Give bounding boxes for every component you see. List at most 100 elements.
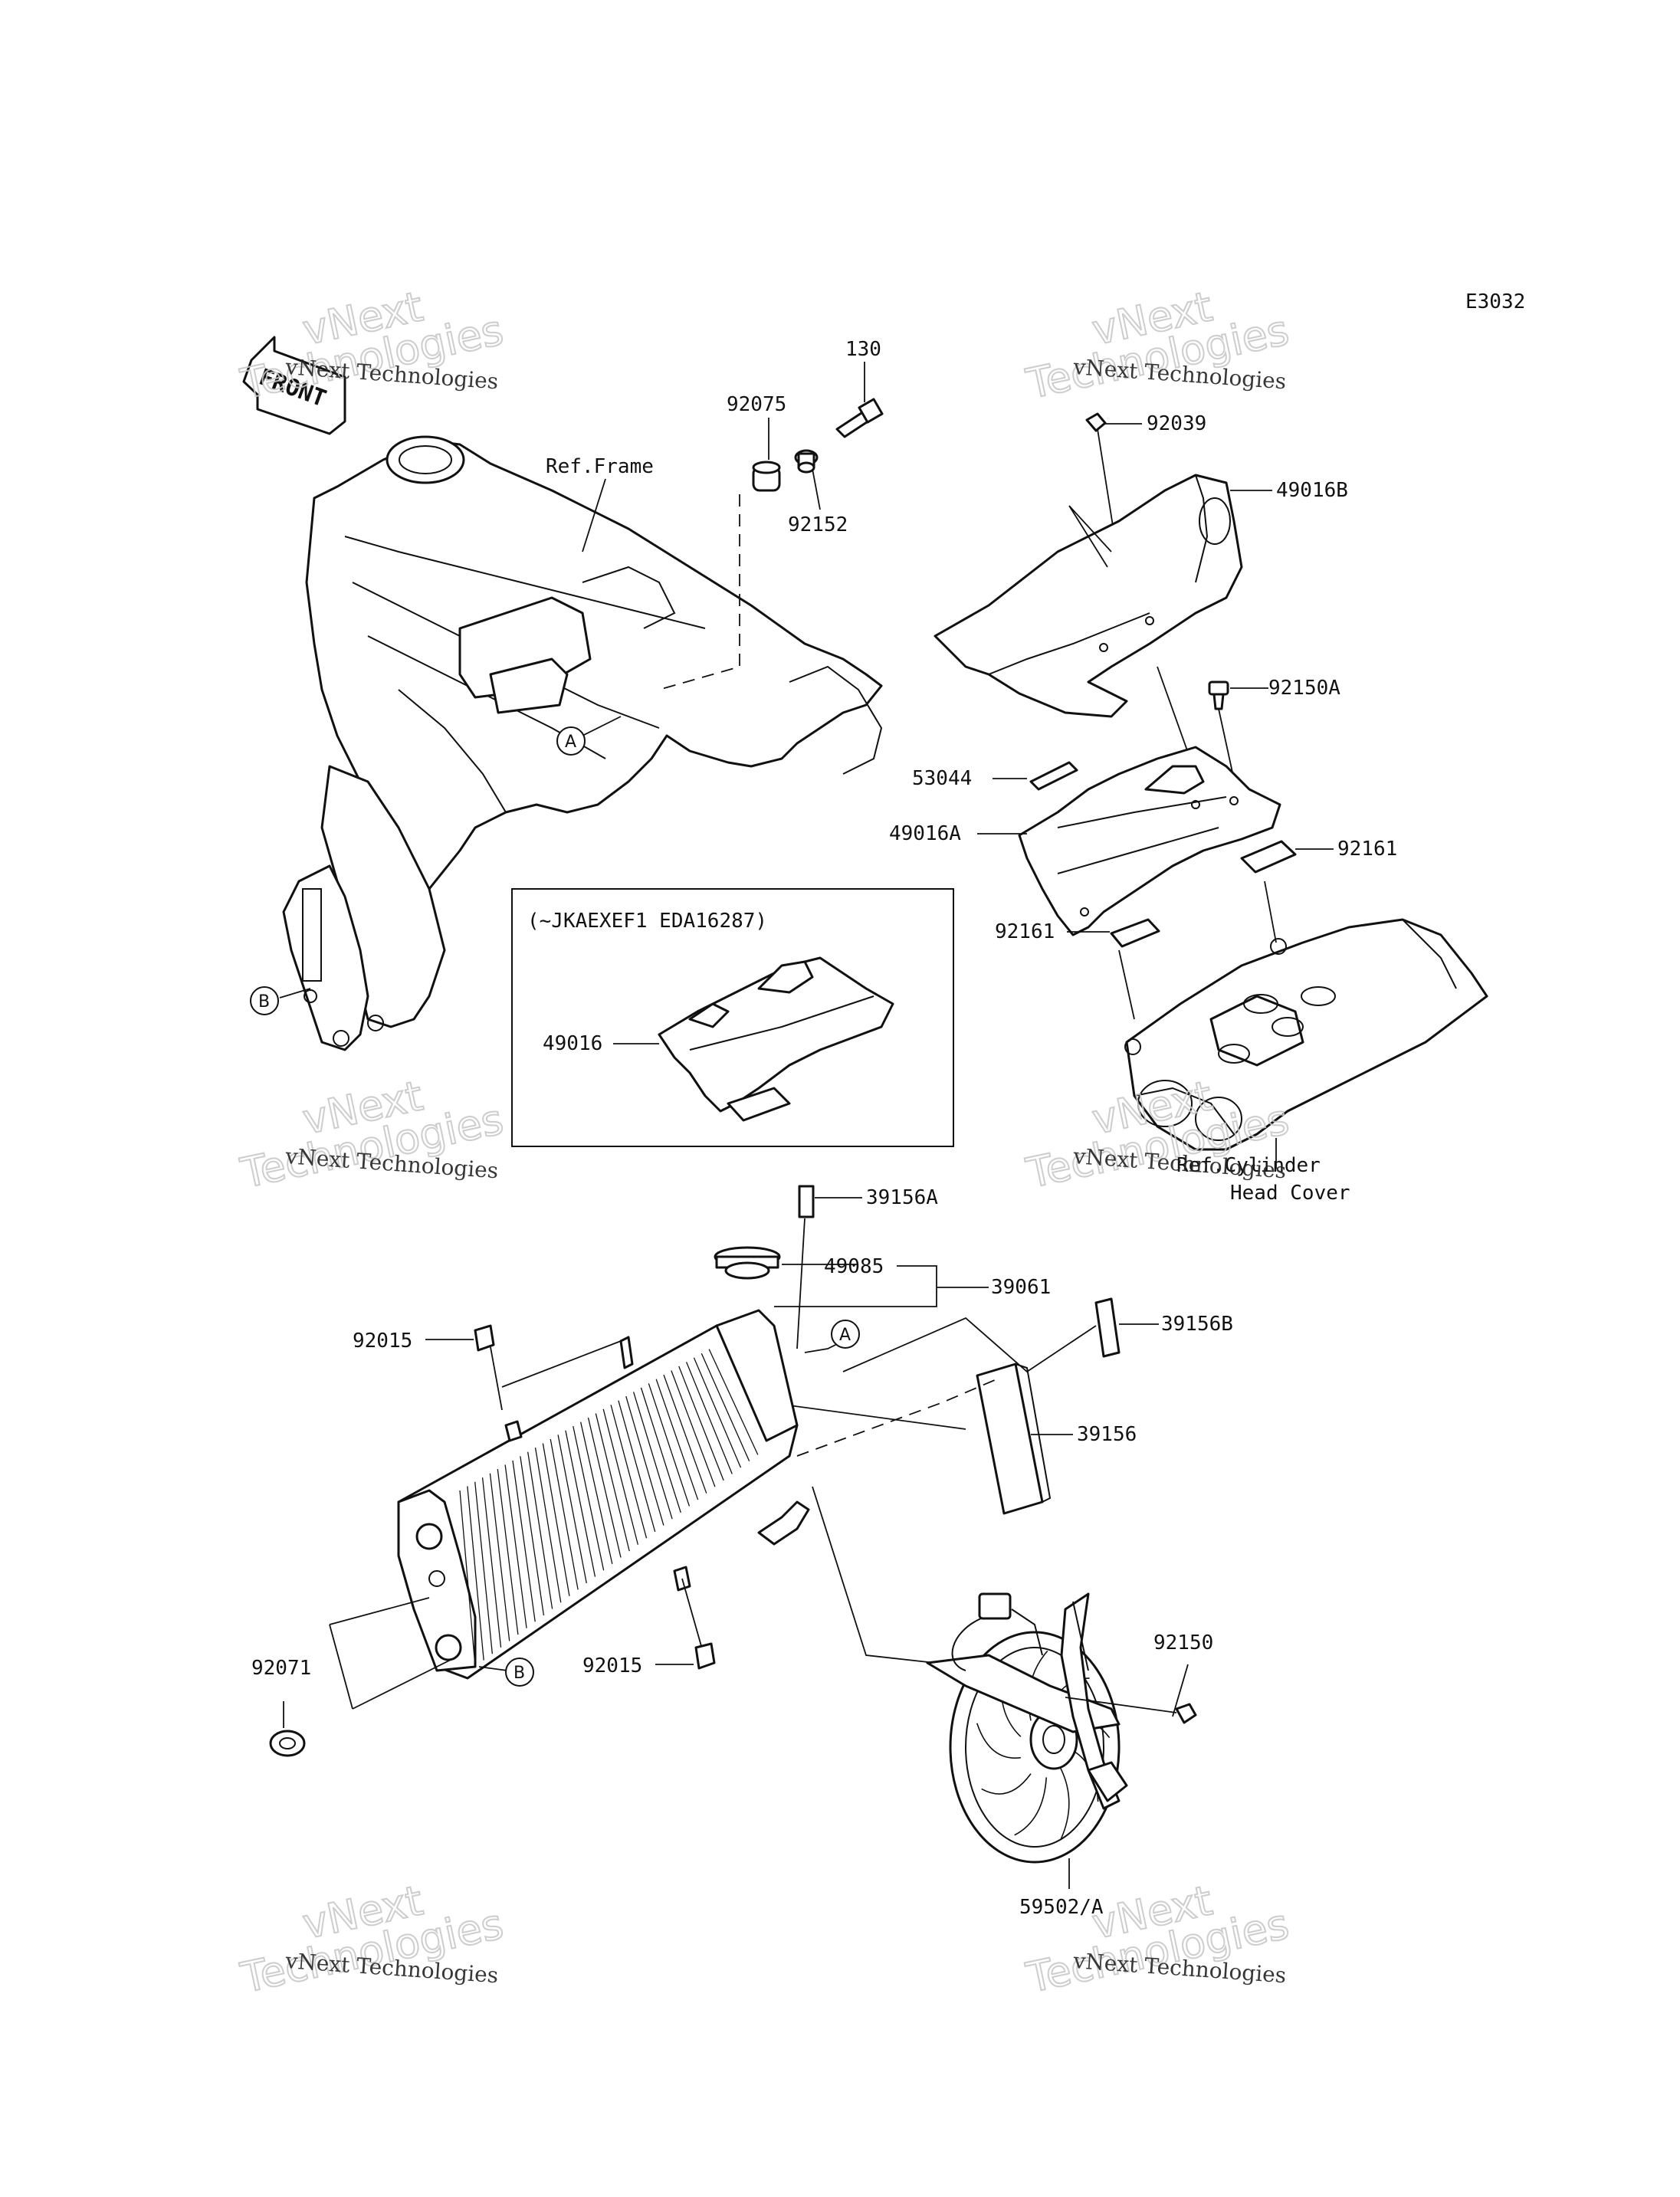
radiator-fin <box>557 1435 587 1584</box>
heat-shield-49016b <box>934 474 1243 718</box>
radiator-fin <box>534 1448 562 1603</box>
radiator-fin <box>573 1426 605 1571</box>
part-39156a-label: 39156A <box>866 1186 938 1209</box>
callout-a-frame: A <box>556 726 586 756</box>
part-92150-label: 92150 <box>1153 1631 1213 1654</box>
part-92161-left-label: 92161 <box>995 920 1055 943</box>
radiator-cap-49085-icon <box>714 1246 781 1280</box>
radiator-fin <box>655 1379 699 1500</box>
cylinder-head-label-1: Ref.Cylinder <box>1176 1154 1321 1177</box>
collar-92152-icon <box>794 449 819 474</box>
clip-92015-top-icon <box>474 1324 495 1352</box>
radiator-fin <box>708 1349 759 1455</box>
frame-drawing <box>282 435 883 1051</box>
radiator-fin <box>587 1417 622 1558</box>
bolt-92150a-icon <box>1208 680 1229 710</box>
clip-92015-top-line <box>490 1340 622 1411</box>
ref-frame-leader <box>582 478 606 553</box>
sponge-39156b-line <box>842 1317 1097 1373</box>
callout-b-leader-rad <box>478 1666 508 1671</box>
part-92071-bracket <box>329 1597 453 1710</box>
clip-92039-icon <box>1085 412 1107 432</box>
fan-blade <box>1059 1766 1070 1841</box>
watermark-top-right: vNext Technologies vNext Technologies <box>1022 281 1294 409</box>
svg-text:B: B <box>514 1664 525 1683</box>
part-49016-label: 49016 <box>543 1032 602 1055</box>
callout-b-leader-frame <box>279 988 311 998</box>
watermark-bottom-left: vNext Technologies vNext Technologies <box>236 1875 508 2003</box>
radiator-fin <box>625 1395 664 1526</box>
radiator-fin <box>504 1464 527 1628</box>
fan-blade <box>976 1723 1021 1759</box>
sponge-39156-icon <box>976 1362 1052 1515</box>
part-59502a-label: 59502/A <box>1019 1896 1104 1919</box>
radiator-fin <box>618 1400 656 1533</box>
radiator-fin <box>497 1468 519 1635</box>
radiator-fin <box>595 1413 630 1552</box>
part-92071-label: 92071 <box>251 1657 311 1680</box>
pad-92161-right-icon <box>1240 840 1297 874</box>
bolt-92150-icon <box>1175 1703 1197 1724</box>
clip-92015-bottom-line <box>681 1578 702 1647</box>
radiator-fin <box>671 1370 716 1487</box>
radiator-fin <box>640 1387 681 1513</box>
radiator-fin <box>701 1353 750 1462</box>
radiator-fin <box>565 1430 596 1577</box>
part-49085-label: 49085 <box>824 1255 884 1278</box>
part-39061-bracket <box>774 1265 937 1307</box>
part-53044-label: 53044 <box>912 767 972 790</box>
radiator-fin <box>527 1451 553 1609</box>
radiator-fin <box>602 1408 638 1545</box>
head-cover-line-right <box>1264 880 1277 943</box>
fan-link-line <box>812 1486 936 1664</box>
part-39156-label: 39156 <box>1077 1423 1137 1446</box>
radiator-fin <box>648 1383 691 1507</box>
heat-shield-49016a <box>1018 746 1281 936</box>
svg-text:A: A <box>839 1326 851 1345</box>
head-cover-line-left <box>1118 949 1135 1020</box>
rubber-grommet-92075-icon <box>752 461 781 492</box>
part-49016a-label: 49016A <box>889 822 961 845</box>
inset-box <box>511 888 954 1147</box>
part-92152-label: 92152 <box>788 513 848 536</box>
bolt-92150-line <box>1065 1697 1177 1713</box>
watermark-bottom-right: vNext Technologies vNext Technologies <box>1022 1875 1294 2003</box>
part-92039-label: 92039 <box>1147 412 1206 435</box>
radiator-fin <box>663 1374 707 1494</box>
radiator-fin <box>459 1490 476 1667</box>
cylinder-head-label-2: Head Cover <box>1230 1182 1350 1205</box>
part-92152-leader <box>812 468 821 510</box>
frame-dash-line <box>658 494 740 690</box>
callout-a-leader-frame <box>582 716 622 736</box>
watermark-top-left: vNext Technologies vNext Technologies <box>236 281 508 409</box>
svg-text:A: A <box>565 733 576 752</box>
radiator-fin <box>610 1405 648 1539</box>
part-92150a-label: 92150A <box>1268 677 1340 700</box>
callout-b-radiator: B <box>505 1658 534 1687</box>
radiator-fin <box>489 1473 510 1641</box>
diagram-code: E3032 <box>1465 290 1525 313</box>
radiator-fin <box>542 1443 570 1596</box>
radiator-fin <box>520 1456 545 1616</box>
pad-53044-icon <box>1029 761 1078 791</box>
callout-a-radiator: A <box>831 1320 860 1349</box>
part-92075-label: 92075 <box>727 393 786 416</box>
grommet-92071-icon <box>269 1730 306 1757</box>
svg-text:B: B <box>258 992 270 1012</box>
part-39156b-label: 39156B <box>1161 1313 1233 1336</box>
radiator-fin <box>550 1438 579 1590</box>
part-92015-top-label: 92015 <box>353 1330 412 1353</box>
radiator-fin <box>512 1460 536 1622</box>
part-39061-label: 39061 <box>991 1276 1051 1299</box>
part-92015-bottom-label: 92015 <box>582 1654 642 1677</box>
fan-blade <box>981 1773 1032 1795</box>
radiator-fin <box>474 1481 493 1654</box>
pad-92161-left-icon <box>1110 918 1160 948</box>
fan-blade <box>1014 1777 1048 1836</box>
sponge-39156b-icon <box>1094 1297 1121 1358</box>
part-92161-right-label: 92161 <box>1337 838 1397 861</box>
bolt-130-icon <box>835 398 884 438</box>
radiator-fin <box>632 1392 673 1520</box>
inset-note: (~JKAEXEF1 EDA16287) <box>527 910 767 933</box>
